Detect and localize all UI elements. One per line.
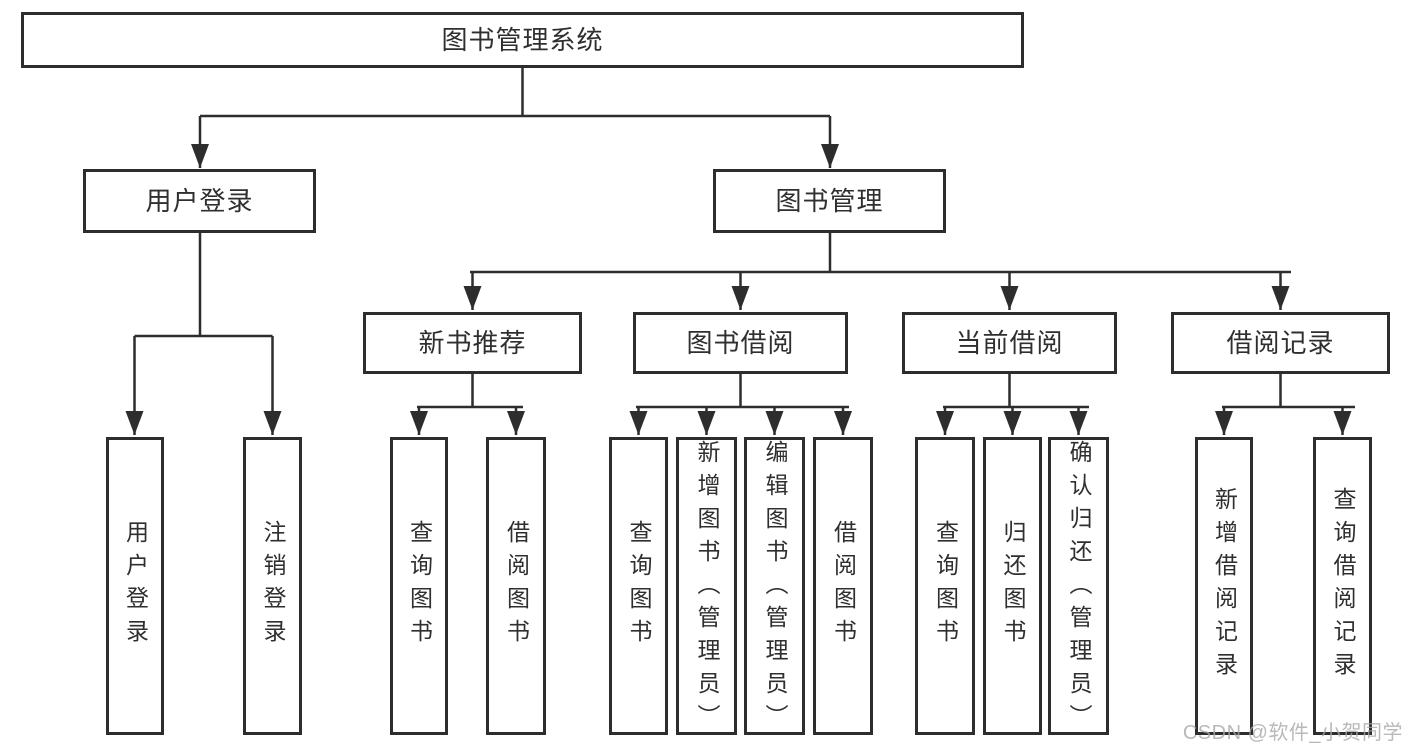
node-current-borrow: 当前借阅 xyxy=(902,312,1117,374)
new-book-recommend-connector xyxy=(417,374,523,409)
leaf-user-login: 用户登录 xyxy=(106,437,164,735)
leaf-borrow-book: 借阅图书 xyxy=(813,437,873,735)
leaf-query-book-recommend: 查询图书 xyxy=(390,437,448,735)
leaf-logout: 注销登录 xyxy=(243,437,302,735)
leaf-return-book: 归还图书 xyxy=(983,437,1042,735)
current-borrow-connector xyxy=(943,374,1089,409)
leaf-query-book-borrow: 查询图书 xyxy=(609,437,668,735)
leaf-query-book-current: 查询图书 xyxy=(915,437,975,735)
node-user-login: 用户登录 xyxy=(83,169,316,233)
node-book-management: 图书管理 xyxy=(713,169,946,233)
node-borrow-records: 借阅记录 xyxy=(1171,312,1390,374)
csdn-watermark: CSDN @软件_小贺同学 xyxy=(1182,722,1403,744)
node-root: 图书管理系统 xyxy=(21,12,1024,68)
leaf-confirm-return-admin: 确认归还（管理员） xyxy=(1048,437,1109,737)
leaf-add-borrow-record: 新增借阅记录 xyxy=(1195,437,1253,735)
book-borrow-connector xyxy=(636,374,849,409)
leaf-edit-book-admin: 编辑图书（管理员） xyxy=(744,437,805,737)
leaf-borrow-book-recommend: 借阅图书 xyxy=(486,437,546,735)
borrow-records-connector xyxy=(1222,374,1355,409)
root-connector xyxy=(200,67,830,118)
user-login-connector xyxy=(134,233,273,338)
leaf-add-book-admin: 新增图书（管理员） xyxy=(676,437,737,737)
book-management-connector xyxy=(470,233,1291,274)
node-new-book-recommend: 新书推荐 xyxy=(363,312,582,374)
leaf-query-borrow-record: 查询借阅记录 xyxy=(1313,437,1372,735)
node-book-borrow: 图书借阅 xyxy=(633,312,848,374)
